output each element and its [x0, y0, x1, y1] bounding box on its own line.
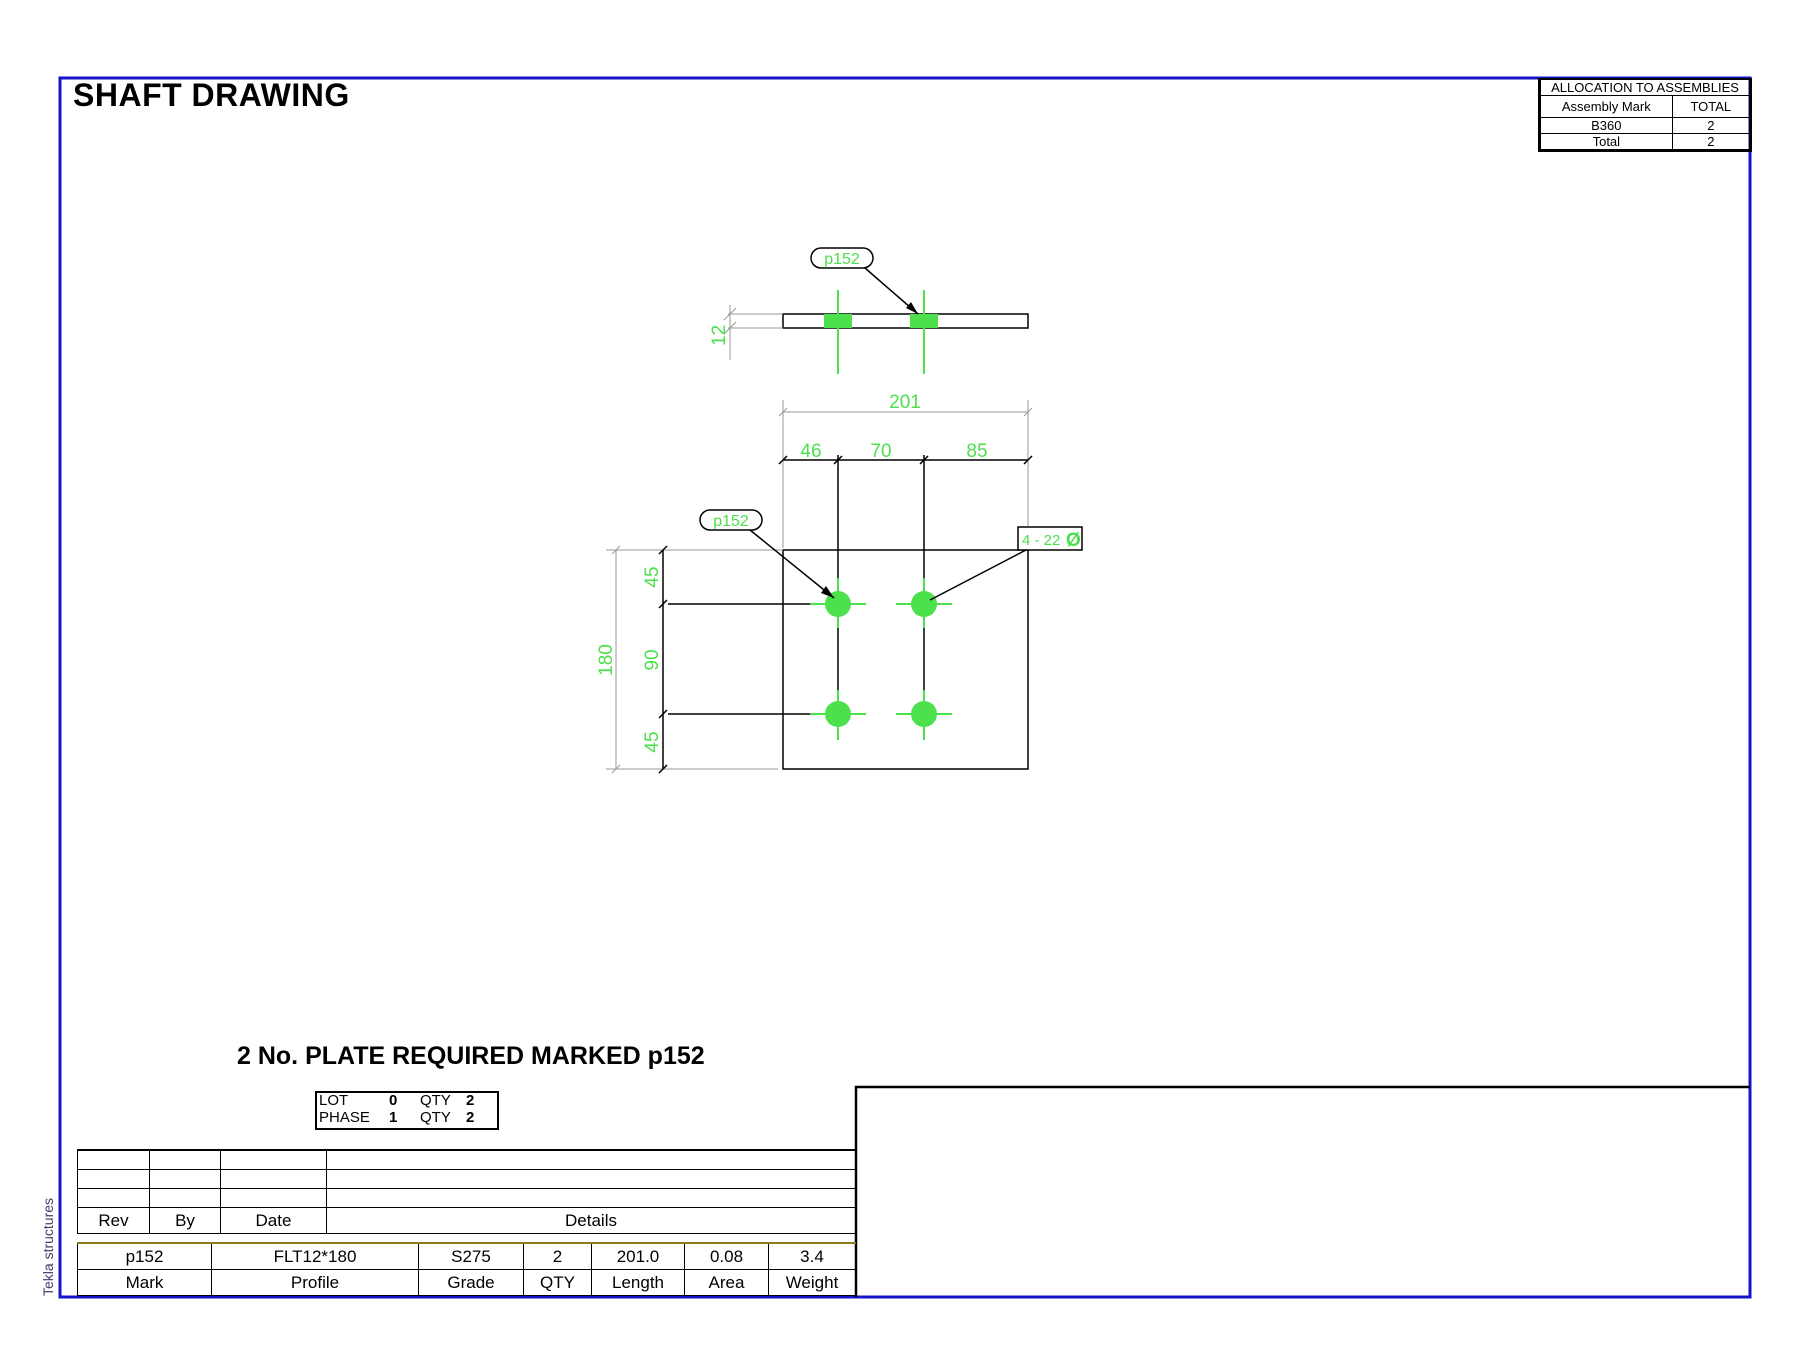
part-area-value: 0.08 [684, 1242, 769, 1270]
grade-header: Grade [418, 1269, 524, 1296]
part-mark-value: p152 [77, 1242, 212, 1270]
revision-table: Rev By Date Details [77, 1149, 856, 1234]
hole [825, 591, 851, 617]
details-header: Details [326, 1207, 856, 1234]
profile-header: Profile [211, 1269, 419, 1296]
hole-note: 4 - 22 [1022, 532, 1060, 549]
hole [911, 591, 937, 617]
hole [825, 701, 851, 727]
part-profile-value: FLT12*180 [211, 1242, 419, 1270]
length-header: Length [591, 1269, 685, 1296]
requirement-text: 2 No. PLATE REQUIRED MARKED p152 [237, 1042, 705, 1070]
rev-header: Rev [77, 1207, 150, 1234]
allocation-total: 2 [1671, 117, 1751, 134]
hole [911, 701, 937, 727]
qty-label: QTY [420, 1092, 451, 1109]
allocation-mark: Total [1540, 133, 1673, 150]
lot-value: 0 [389, 1092, 398, 1109]
qty-header: QTY [523, 1269, 592, 1296]
dim-overall-height: 180 [596, 644, 617, 676]
tekla-side-label: Tekla structures [40, 1197, 56, 1296]
sheet-border [58, 76, 1752, 1299]
allocation-table: ALLOCATION TO ASSEMBLIES Assembly Mark T… [1538, 78, 1752, 152]
allocation-heading: ALLOCATION TO ASSEMBLIES [1540, 79, 1750, 96]
side-view: 12 p152 [709, 247, 1029, 374]
dim-seg2: 70 [870, 441, 891, 462]
qty-label: QTY [420, 1109, 451, 1126]
part-tag-plan: p152 [713, 513, 749, 530]
plan-view: 201 46 70 85 180 45 90 45 p152 4 - [596, 392, 1083, 774]
allocation-col-total: TOTAL [1671, 95, 1751, 118]
drawing-title: SHAFT DRAWING [73, 77, 350, 113]
lot-label: LOT [319, 1092, 349, 1109]
qty-lot-value: 2 [466, 1092, 475, 1109]
mark-header: Mark [77, 1269, 212, 1296]
dim-seg1: 46 [800, 441, 821, 462]
dim-overall-width: 201 [889, 392, 921, 413]
part-length-value: 201.0 [591, 1242, 685, 1270]
area-header: Area [684, 1269, 769, 1296]
allocation-col-mark: Assembly Mark [1540, 95, 1673, 118]
by-header: By [149, 1207, 221, 1234]
dim-thickness: 12 [709, 325, 730, 346]
dim-v3: 45 [642, 731, 663, 752]
allocation-mark: B360 [1540, 117, 1673, 134]
weight-header: Weight [768, 1269, 856, 1296]
parts-table: p152 FLT12*180 S275 2 201.0 0.08 3.4 Mar… [77, 1242, 856, 1296]
diameter-symbol: Ø [1066, 530, 1081, 551]
phase-value: 1 [389, 1109, 398, 1126]
date-header: Date [220, 1207, 327, 1234]
part-qty-value: 2 [523, 1242, 592, 1270]
dim-v2: 90 [642, 649, 663, 670]
qty-phase-value: 2 [466, 1109, 475, 1126]
part-tag-top: p152 [824, 251, 860, 268]
lot-box: LOT 0 QTY 2 PHASE 1 QTY 2 [315, 1091, 499, 1130]
dim-v1: 45 [642, 566, 663, 587]
part-weight-value: 3.4 [768, 1242, 856, 1270]
allocation-total: 2 [1671, 133, 1751, 150]
title-block-frame [854, 1085, 1750, 1297]
dim-seg3: 85 [966, 441, 987, 462]
part-grade-value: S275 [418, 1242, 524, 1270]
phase-label: PHASE [319, 1109, 370, 1126]
